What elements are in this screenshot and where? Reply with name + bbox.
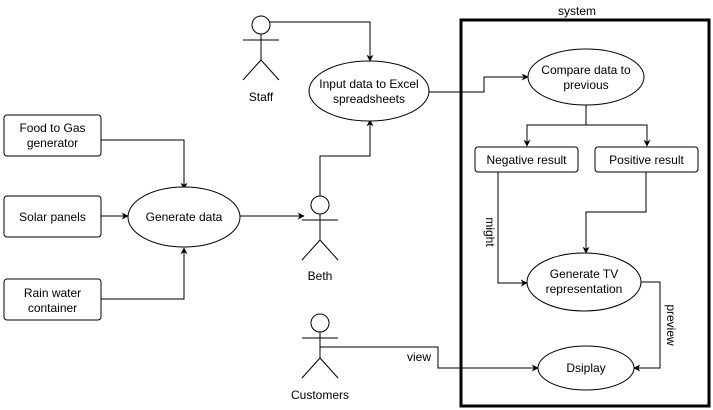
edge-input-to-compare [429,73,529,93]
edge-rain-to-generate [101,247,188,300]
edge-label-might: might [483,217,497,247]
box-food-to-gas-line2: generator [27,136,78,150]
edge-positive-to-tv [582,172,647,254]
usecase-input-data-line1: Input data to Excel [319,77,418,91]
usecase-display: Dsiplay [537,345,635,391]
usecase-generate-tv: Generate TV representation [526,252,642,312]
actor-beth-label: Beth [308,269,333,283]
edge-tv-to-display [633,281,661,372]
edge-beth-to-input [319,119,374,196]
box-solar-panels: Solar panels [3,195,102,238]
box-positive-result-label: Positive result [609,153,684,167]
usecase-generate-data-label: Generate data [146,210,223,224]
actor-customers [301,313,339,379]
edge-compare-to-positive [586,124,651,147]
usecase-input-data-line2: spreadsheets [333,92,405,106]
edge-label-view: view [407,350,431,364]
usecase-generate-data: Generate data [127,186,241,248]
actor-staff-label: Staff [249,90,274,104]
edge-negative-to-tv [497,172,528,287]
edge-customers-to-display [320,346,539,372]
box-rain-water: Rain water container [3,278,102,321]
edge-label-preview: preview [664,304,678,346]
usecase-compare-data-line1: Compare data to [541,63,631,77]
box-negative-result: Negative result [474,146,579,173]
box-rain-water-line2: container [28,301,77,315]
actor-beth [301,195,339,261]
actor-staff [242,15,280,81]
box-positive-result: Positive result [594,146,699,173]
system-boundary [459,18,711,408]
system-label: system [558,4,596,18]
usecase-generate-tv-line2: representation [546,282,623,296]
usecase-generate-tv-line1: Generate TV [550,267,618,281]
edge-food-to-generate [101,139,188,190]
box-food-to-gas-line1: Food to Gas [19,121,85,135]
usecase-compare-data-line2: previous [563,78,608,92]
box-rain-water-line1: Rain water [24,286,81,300]
edge-staff-to-input [270,21,374,62]
box-food-to-gas: Food to Gas generator [3,114,102,157]
usecase-input-data: Input data to Excel spreadsheets [308,60,430,122]
usecase-display-label: Dsiplay [566,361,605,375]
box-negative-result-label: Negative result [486,153,567,167]
actor-customers-label: Customers [291,388,349,402]
usecase-compare-data: Compare data to previous [527,48,645,106]
box-solar-panels-label: Solar panels [19,210,86,224]
edge-compare-to-negative [523,124,586,147]
